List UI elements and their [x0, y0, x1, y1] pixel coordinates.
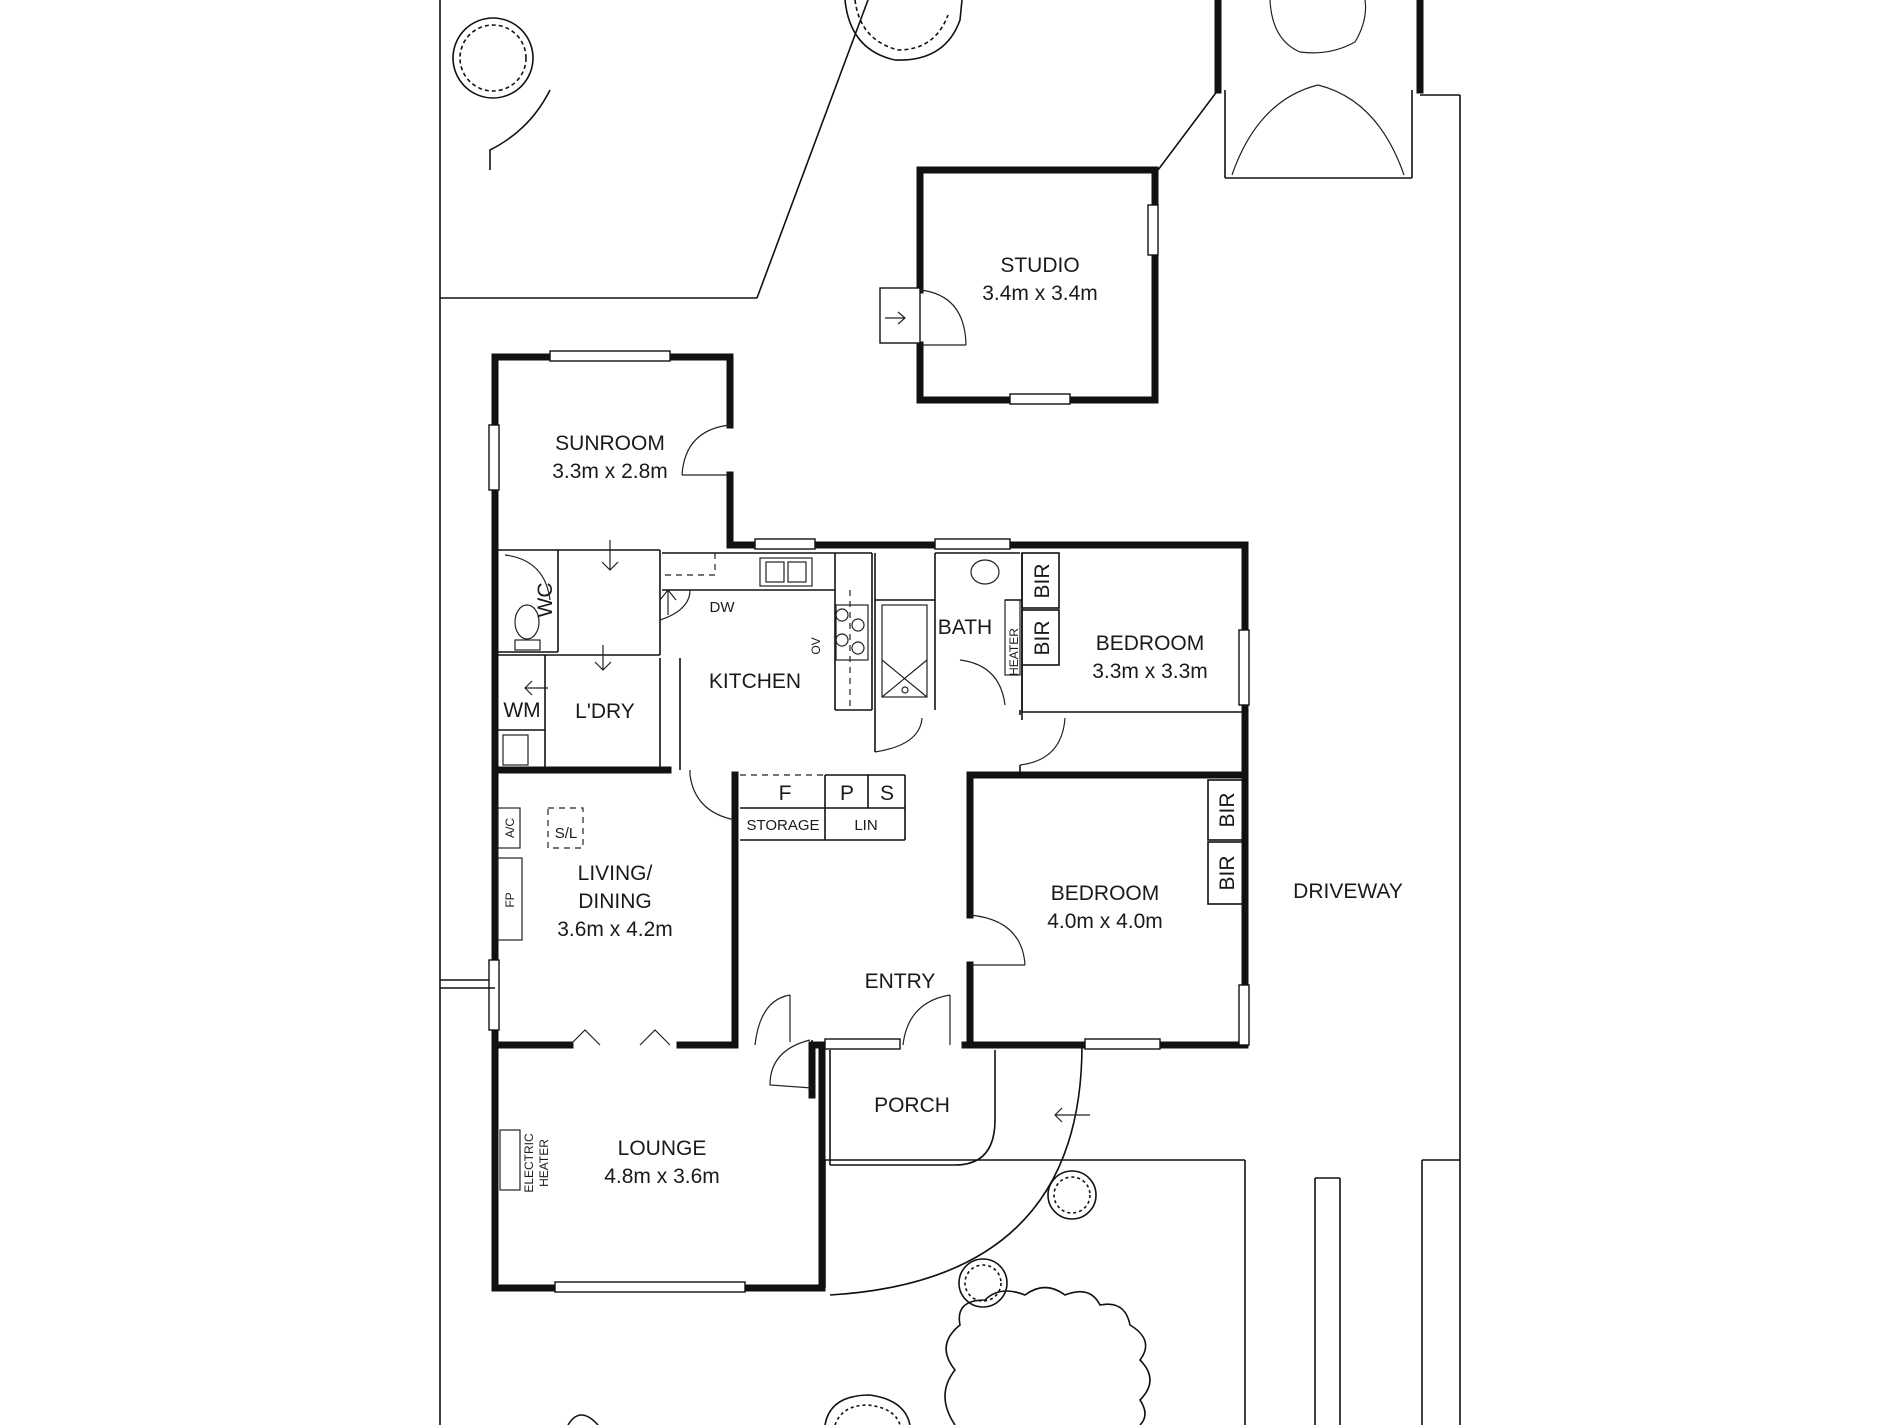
wm-label: WM [503, 699, 540, 722]
bedroom2-size: 4.0m x 4.0m [1047, 910, 1163, 933]
bedroom2-label: BEDROOM [1051, 882, 1160, 905]
tree-front-large [944, 1286, 1151, 1425]
bir-closets-1: BIR BIR [1021, 552, 1060, 666]
bath: BATH HEATER [874, 552, 1023, 720]
ac-label: A/C [503, 818, 517, 838]
entry: ENTRY [754, 970, 951, 1095]
tree-top-middle [844, 0, 963, 61]
bir-label-3: BIR [1216, 792, 1239, 827]
lounge-size: 4.8m x 3.6m [604, 1165, 720, 1188]
studio-label: STUDIO [1000, 254, 1079, 277]
pantry-label: P [840, 782, 854, 805]
s-label: S [880, 782, 894, 805]
bath-label: BATH [938, 616, 992, 639]
studio-size: 3.4m x 3.4m [982, 282, 1098, 305]
property-boundary [439, 0, 1461, 1425]
shrub-bottom-left [567, 1414, 599, 1425]
living-dining: S/L A/C FP LIVING/ DINING 3.6m x 4.2m [497, 807, 673, 1046]
ov-label: OV [809, 637, 823, 654]
shrub-front-1 [1047, 1170, 1097, 1220]
heater-label: HEATER [1007, 628, 1021, 676]
lounge: ELECTRIC HEATER LOUNGE 4.8m x 3.6m [499, 1129, 720, 1193]
bir-label-4: BIR [1216, 855, 1239, 890]
lounge-label: LOUNGE [618, 1137, 707, 1160]
bir-label-1: BIR [1031, 563, 1054, 598]
laundry-label: L'DRY [575, 700, 635, 723]
fp-label: FP [503, 892, 517, 907]
wc-label: WC [534, 583, 557, 618]
garage [1157, 0, 1424, 179]
electric-heater-line2: HEATER [537, 1139, 551, 1187]
dw-label: DW [710, 599, 736, 616]
bedroom-1: BEDROOM 3.3m x 3.3m [1019, 632, 1245, 775]
bedroom1-size: 3.3m x 3.3m [1092, 660, 1208, 683]
fridge-label: F [779, 782, 792, 805]
living-label-line2: DINING [578, 890, 652, 913]
entry-label: ENTRY [865, 970, 936, 993]
skylight-label: S/L [555, 825, 578, 842]
sunroom: SUNROOM 3.3m x 2.8m [488, 350, 734, 1292]
sunroom-size: 3.3m x 2.8m [552, 460, 668, 483]
bir-label-2: BIR [1031, 620, 1054, 655]
storage-label: STORAGE [746, 817, 819, 834]
wc: WC [498, 550, 559, 653]
living-label-line1: LIVING/ [578, 862, 653, 885]
porch-label: PORCH [874, 1094, 950, 1117]
kitchen: DW OV KITCHEN [659, 552, 923, 821]
shrub-front-2 [958, 1258, 1008, 1308]
tree-top-left [452, 17, 534, 99]
porch: PORCH [829, 1044, 1090, 1296]
studio: STUDIO 3.4m x 3.4m [879, 166, 1159, 405]
laundry: WM L'DRY [498, 550, 681, 770]
driveway-label: DRIVEWAY [1293, 880, 1403, 903]
electric-heater-line1: ELECTRIC [522, 1133, 536, 1193]
lin-label: LIN [854, 817, 877, 834]
kitchen-label: KITCHEN [709, 670, 801, 693]
bedroom1-label: BEDROOM [1096, 632, 1205, 655]
shrub-bottom-middle [824, 1394, 911, 1425]
bedroom-2: BEDROOM 4.0m x 4.0m [969, 882, 1163, 966]
front-garden-edges [824, 1159, 1461, 1425]
bir-closets-2: BIR BIR [1207, 779, 1246, 905]
living-size: 3.6m x 4.2m [557, 918, 673, 941]
sunroom-label: SUNROOM [555, 432, 665, 455]
hall-cupboards: F P S STORAGE LIN [740, 774, 906, 841]
